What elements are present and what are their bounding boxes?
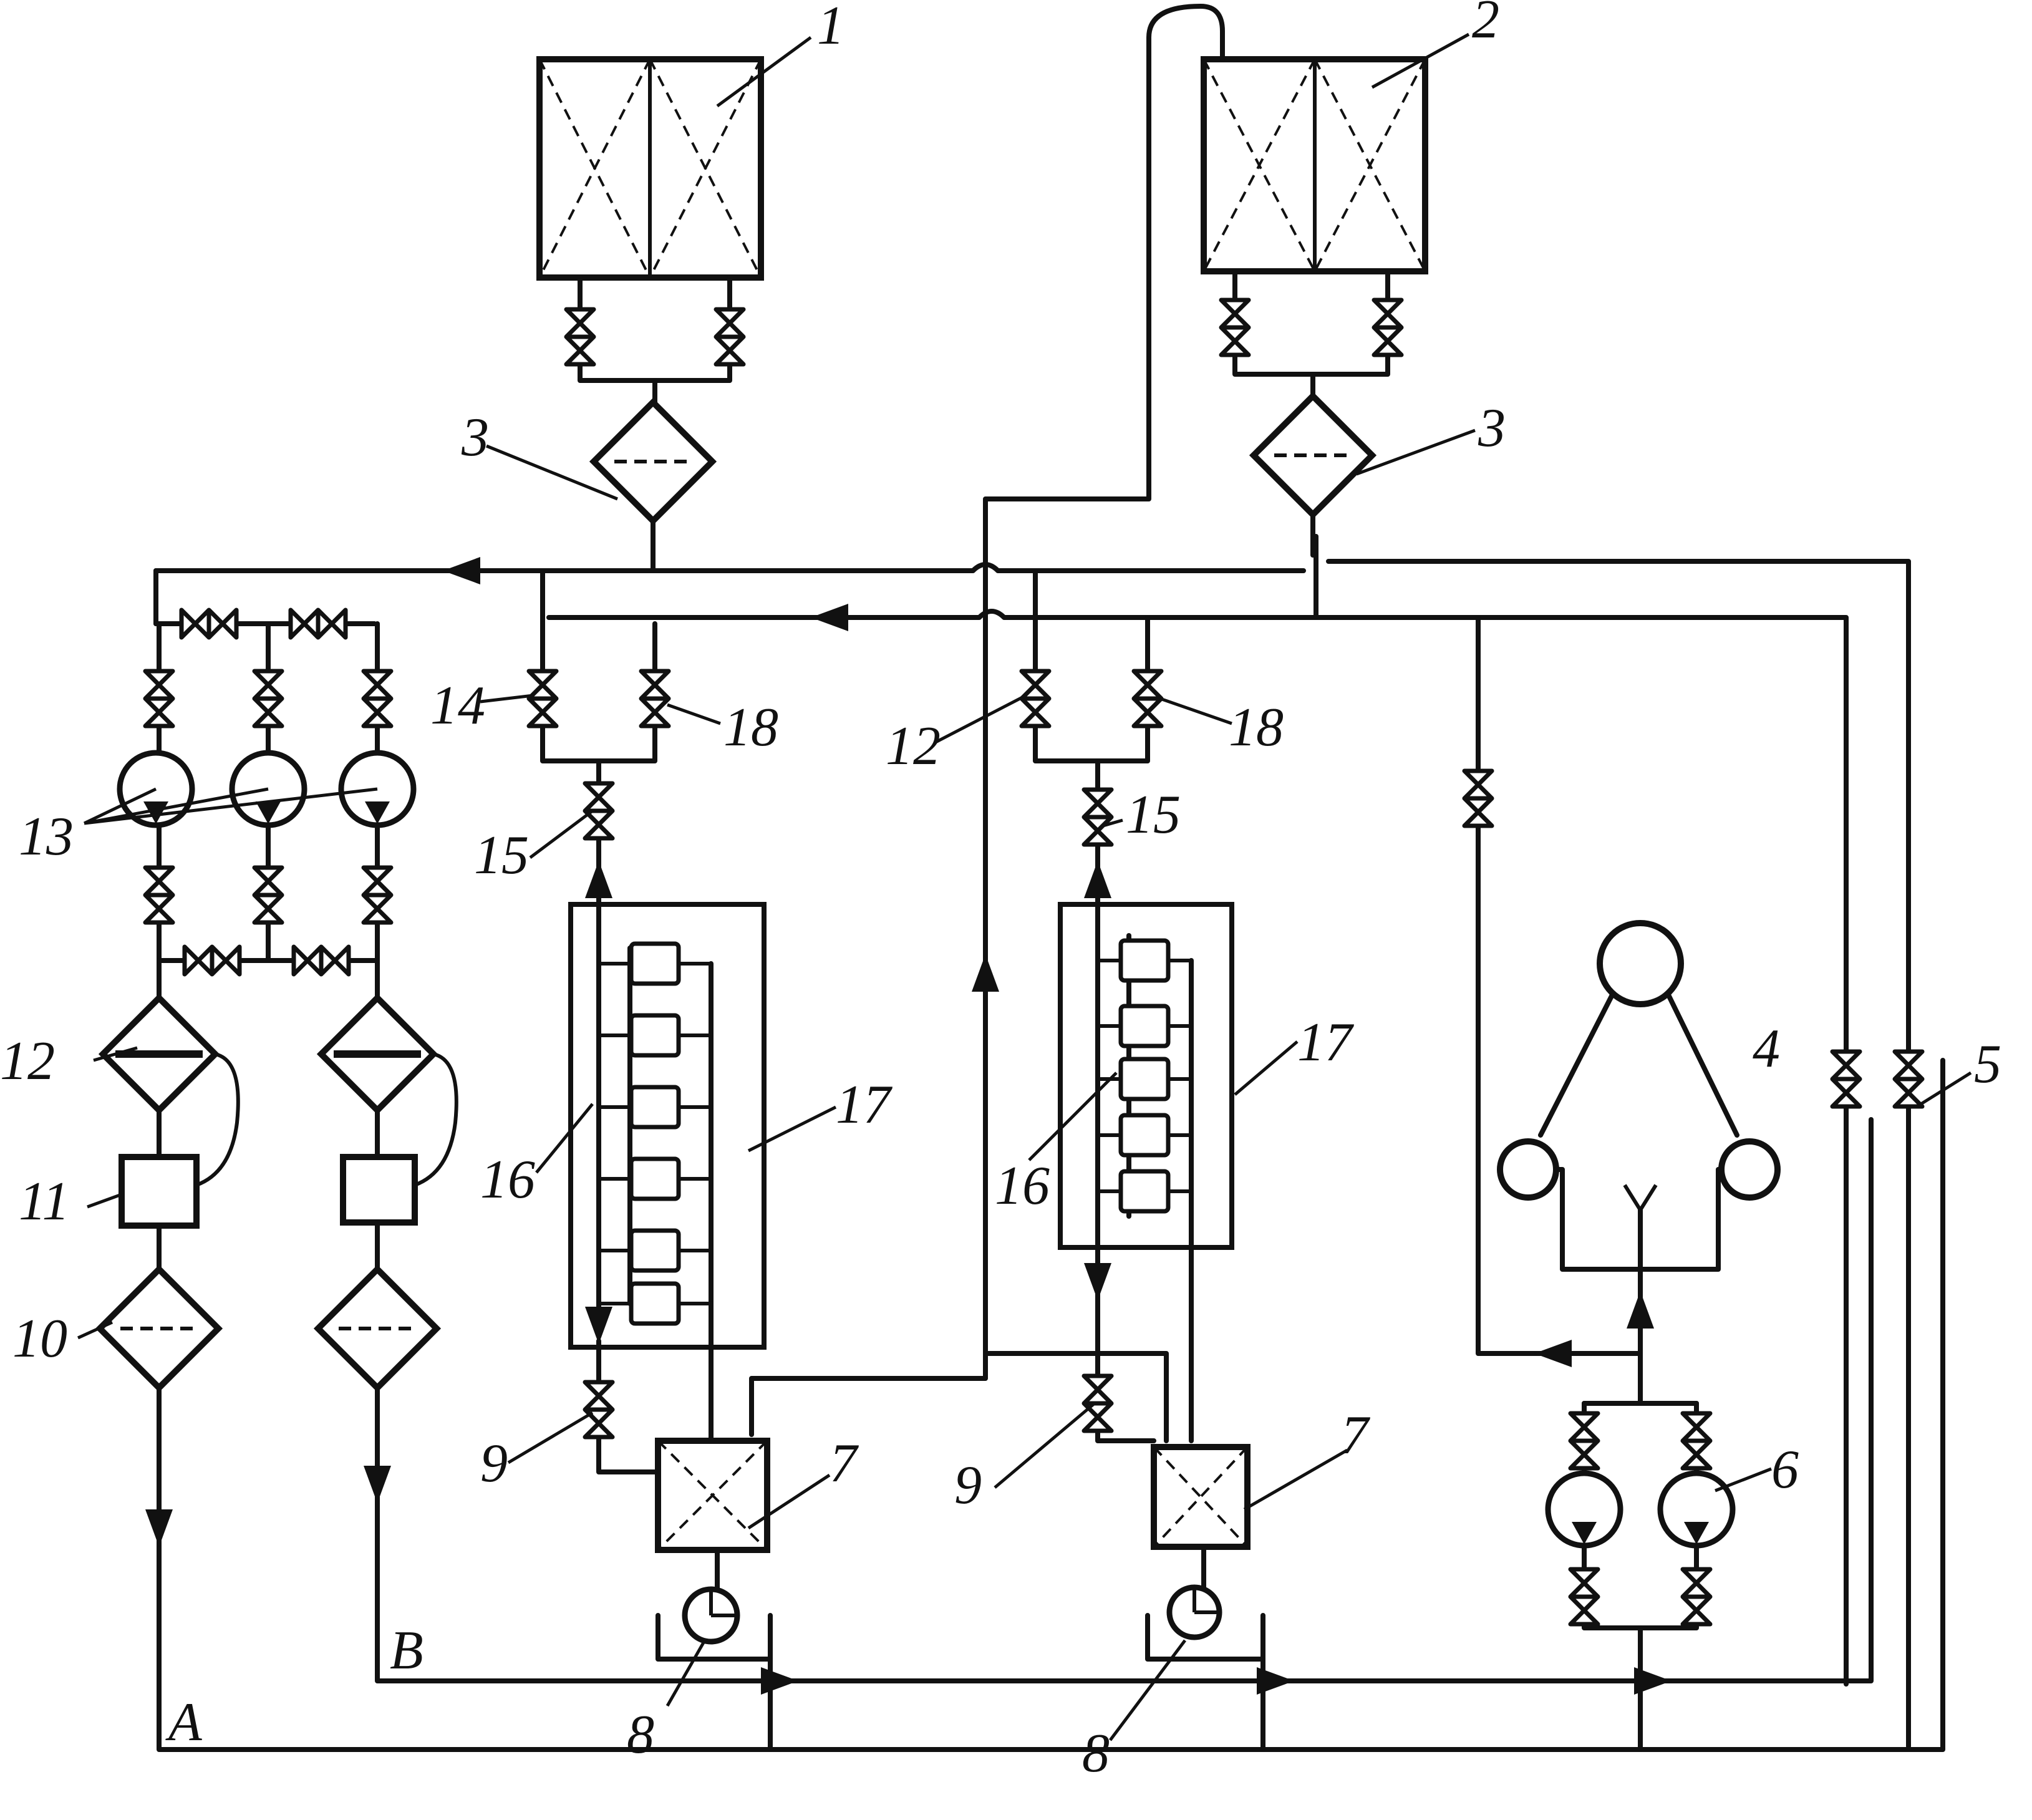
valve-icon: [254, 868, 282, 922]
label-14: 14: [430, 675, 485, 736]
pump-8-right: [1166, 1584, 1222, 1640]
label-8-right: 8: [1082, 1723, 1110, 1784]
filter-3-right: [1254, 396, 1372, 515]
pump-6-icon: [1548, 1473, 1620, 1546]
flow-arrow-icon: [811, 604, 848, 631]
valve-9-left: [585, 1382, 612, 1437]
unit-11-left: [119, 1154, 200, 1229]
valve-icon: [1832, 1052, 1860, 1106]
valve-18-right: [1134, 671, 1161, 726]
valve-icon: [1221, 300, 1249, 355]
label-15-right: 15: [1126, 785, 1181, 845]
flow-arrow-icon: [1084, 861, 1111, 898]
label-16-left: 16: [480, 1150, 535, 1210]
valve-icon: [294, 947, 349, 974]
unit-7-right: [1151, 1444, 1251, 1550]
valve-icon: [1683, 1569, 1710, 1624]
valve-icon: [181, 610, 236, 637]
valve-icon: [1374, 300, 1401, 355]
filter-10-right: [318, 1269, 437, 1388]
tank-1: [536, 56, 764, 408]
flow-arrow-icon: [145, 1509, 173, 1547]
flow-arrow-icon: [364, 1466, 391, 1503]
label-17-right: 17: [1297, 1012, 1355, 1073]
valve-icon: [364, 868, 391, 922]
label-10: 10: [12, 1309, 67, 1369]
unit-7-left: [655, 1438, 770, 1553]
cell-stack-16-left: [599, 944, 711, 1324]
leader-lines: [77, 32, 1972, 1741]
label-15-left: 15: [474, 825, 529, 886]
line-A: [157, 1058, 1945, 1752]
valve-18-left: [641, 671, 669, 726]
pump-6-icon: [1660, 1473, 1733, 1546]
flow-arrow-icon: [443, 557, 480, 584]
label-18-right: 18: [1229, 697, 1284, 758]
valve-5: [1895, 1052, 1922, 1106]
label-1: 1: [817, 0, 844, 56]
valve-icon: [1464, 771, 1492, 826]
valve-icon: [185, 947, 239, 974]
flow-arrow-icon: [1084, 1263, 1111, 1300]
label-9-left: 9: [480, 1433, 508, 1494]
valve-icon: [566, 309, 594, 364]
label-13: 13: [19, 806, 74, 867]
label-18-left: 18: [723, 697, 778, 758]
flow-arrow-icon: [1534, 1340, 1572, 1367]
pump-8-left: [682, 1586, 740, 1645]
label-4: 4: [1753, 1019, 1780, 1079]
label-17-left: 17: [836, 1075, 893, 1135]
label-3-left: 3: [461, 407, 489, 468]
flow-arrow-icon: [585, 861, 612, 898]
label-16-right: 16: [995, 1156, 1050, 1216]
valve-icon: [716, 309, 743, 364]
tank-2: [1201, 56, 1428, 402]
label-7-left: 7: [830, 1433, 859, 1494]
label-2: 2: [1472, 0, 1499, 50]
label-7-right: 7: [1341, 1405, 1371, 1466]
valve-icon: [1570, 1569, 1598, 1624]
label-A: A: [165, 1692, 203, 1753]
label-6: 6: [1771, 1440, 1799, 1500]
valve-icon: [291, 610, 346, 637]
unit-11-right: [340, 1154, 418, 1226]
valve-9-right: [1084, 1376, 1111, 1431]
filter-10-left: [100, 1269, 218, 1388]
valve-14: [529, 671, 556, 726]
valve-icon: [1683, 1413, 1710, 1468]
flow-arrow-icon: [1634, 1667, 1672, 1695]
valve-12-mid: [1022, 671, 1049, 726]
label-5: 5: [1974, 1034, 2001, 1095]
unit-4: [1497, 920, 1781, 1272]
right-section-lines: [1476, 615, 1699, 1752]
label-3-right: 3: [1478, 398, 1506, 458]
valve-icon: [254, 671, 282, 726]
label-9-right: 9: [954, 1455, 982, 1516]
valve-15-right: [1084, 790, 1111, 845]
label-11: 11: [19, 1171, 69, 1232]
flow-arrow-icon: [972, 954, 999, 992]
flow-arrow-icon: [585, 1307, 612, 1344]
valve-icon: [1570, 1413, 1598, 1468]
return-loop-line: [749, 4, 1225, 1437]
line-B: [375, 1117, 1874, 1683]
flow-arrow-icon: [1257, 1667, 1294, 1695]
label-12-exchanger: 12: [0, 1031, 55, 1092]
label-B: B: [390, 1620, 423, 1681]
flow-arrow-icon: [761, 1667, 798, 1695]
valve-icon: [145, 868, 173, 922]
valve-icon: [145, 671, 173, 726]
filter-3-left: [594, 402, 712, 521]
valve-15-left: [585, 783, 612, 838]
flow-arrow-icon: [1627, 1291, 1654, 1329]
label-12-valve: 12: [886, 716, 941, 777]
label-8-left: 8: [627, 1705, 654, 1765]
valve-icon: [364, 671, 391, 726]
